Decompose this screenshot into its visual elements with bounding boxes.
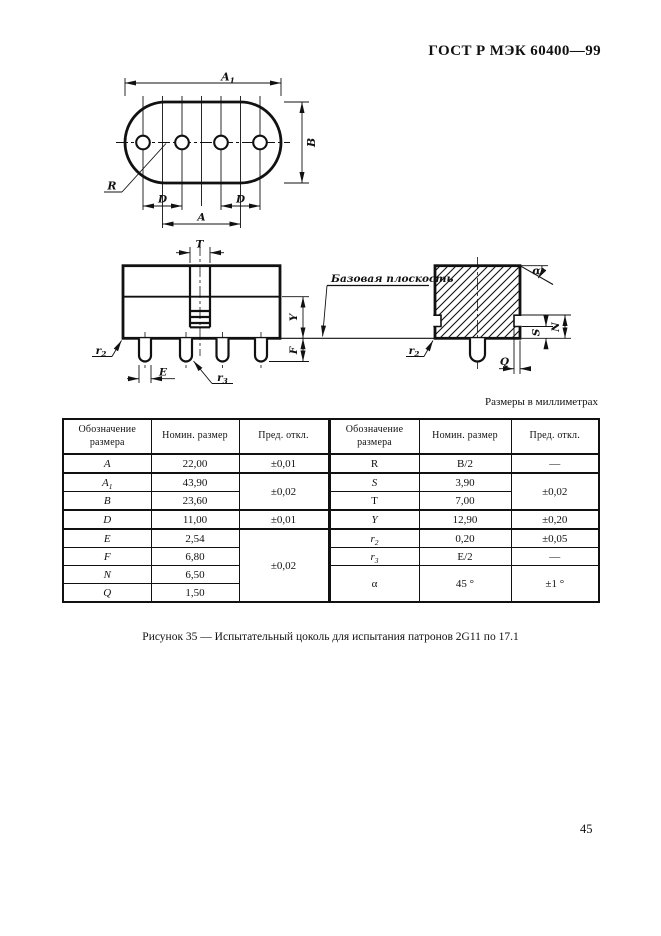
dim-label-b: B <box>305 138 318 148</box>
dim-label-y: Y <box>288 312 300 321</box>
top-view-drawing: A1 B R D D A <box>104 71 318 228</box>
dim-label-a: A <box>196 212 205 224</box>
dim-label-e: E <box>158 367 168 379</box>
cell-tol-merged: ±1 ° <box>510 565 600 603</box>
cell-sym: B <box>62 491 152 511</box>
side-notch-left <box>433 314 442 328</box>
table-header-row: Обозначение размера Номин. размер Пред. … <box>62 418 600 455</box>
cell-nom: 43,90 <box>150 472 240 492</box>
technical-drawing: A1 B R D D A <box>92 71 571 386</box>
cell-nom: 6,50 <box>150 565 240 584</box>
pin-hole <box>252 134 268 151</box>
pin-hole <box>213 134 229 151</box>
cell-nom: E/2 <box>418 547 512 566</box>
dim-label-f: F <box>288 345 300 355</box>
dim-label-r: R <box>106 180 116 193</box>
cell-nom-merged: 45 ° <box>418 565 512 603</box>
cell-sym: r3 <box>327 547 420 566</box>
standard-number-header: ГОСТ Р МЭК 60400—99 <box>428 43 601 59</box>
col-header-designation-2: Обозначение размера <box>327 418 420 455</box>
col-header-tolerance-2: Пред. откл. <box>510 418 600 455</box>
cell-sym: R <box>327 453 420 474</box>
cell-sym: A1 <box>62 472 152 492</box>
cell-sym: N <box>62 565 152 584</box>
table-row: Q 1,50 <box>62 583 599 603</box>
pin-hole <box>174 134 190 151</box>
cell-sym: r2 <box>327 528 420 548</box>
cell-sym: A <box>62 453 152 474</box>
cell-sym: E <box>62 528 152 548</box>
cell-nom: 0,20 <box>418 528 512 548</box>
cell-sym: F <box>62 547 152 566</box>
cell-nom: 22,00 <box>150 453 240 474</box>
cell-nom: 6,80 <box>150 547 240 566</box>
cell-tol-merged: ±0,02 <box>238 472 330 511</box>
base-plane-label: Базовая плоскость <box>330 273 454 285</box>
figure-caption: Рисунок 35 — Испытательный цоколь для ис… <box>142 631 519 643</box>
dimensions-table: Обозначение размера Номин. размер Пред. … <box>62 418 600 603</box>
units-note: Размеры в миллиметрах <box>485 396 598 408</box>
page-number: 45 <box>580 822 593 836</box>
cell-tol-merged: ±0,02 <box>510 472 600 511</box>
col-header-designation: Обозначение размера <box>62 418 152 455</box>
cell-nom: B/2 <box>418 453 512 474</box>
cell-tol: ±0,20 <box>510 509 600 530</box>
cell-tol-merged: ±0,02 <box>238 528 330 603</box>
table-row: D 11,00 ±0,01 Y 12,90 ±0,20 <box>62 509 600 530</box>
col-header-tolerance: Пред. откл. <box>238 418 330 455</box>
cell-nom: 2,54 <box>150 528 240 548</box>
cell-nom: 23,60 <box>150 491 240 511</box>
cell-sym: Y <box>327 509 420 530</box>
dim-label-r2-section: r2 <box>409 345 420 359</box>
dim-label-s: S <box>531 328 543 336</box>
cell-tol: ±0,01 <box>238 453 330 474</box>
dim-label-d-right: D <box>235 194 246 206</box>
dim-label-n: N <box>550 322 562 333</box>
contact-pins <box>137 338 269 363</box>
side-view-drawing: T Y F <box>92 239 435 386</box>
table-row: A 22,00 ±0,01 R B/2 — <box>62 453 600 474</box>
cell-nom: 1,50 <box>150 583 240 603</box>
cell-tol: ±0,05 <box>510 528 600 548</box>
col-header-nominal: Номин. размер <box>150 418 240 455</box>
dim-label-a1: A1 <box>220 71 235 86</box>
cell-sym: T <box>327 491 420 511</box>
dim-label-r2: r2 <box>96 345 107 359</box>
table-row: E 2,54 ±0,02 r2 0,20 ±0,05 <box>62 528 600 603</box>
dim-label-alpha: α <box>532 265 541 278</box>
cell-sym-merged: α <box>327 565 420 603</box>
cell-nom: 11,00 <box>150 509 240 530</box>
cell-sym: D <box>62 509 152 530</box>
table-row: F 6,80 r3 E/2 — <box>62 547 600 566</box>
cell-tol: — <box>510 453 600 474</box>
side-notch-right <box>513 314 522 328</box>
cap-outline <box>123 100 283 185</box>
dim-label-r3: r3 <box>217 372 228 386</box>
cell-sym: Q <box>62 583 152 603</box>
base-plane-callout: Базовая плоскость <box>321 273 454 337</box>
cell-tol: ±0,01 <box>238 509 330 530</box>
cell-nom: 3,90 <box>418 472 512 492</box>
table-row: B 23,60 T 7,00 <box>62 491 599 511</box>
cell-tol: — <box>510 547 600 566</box>
cell-nom: 12,90 <box>418 509 512 530</box>
pin-hole <box>135 134 151 151</box>
cell-nom: 7,00 <box>418 491 512 511</box>
dim-label-q: Q <box>500 356 509 368</box>
dim-label-d-left: D <box>157 194 168 206</box>
table-row: A1 43,90 ±0,02 S 3,90 ±0,02 <box>62 472 600 511</box>
table-row: N 6,50 α 45 ° ±1 ° <box>62 565 600 603</box>
col-header-nominal-2: Номин. размер <box>418 418 512 455</box>
cell-sym: S <box>327 472 420 492</box>
section-pin <box>468 338 487 363</box>
section-view-drawing: α N S Q <box>406 257 571 374</box>
